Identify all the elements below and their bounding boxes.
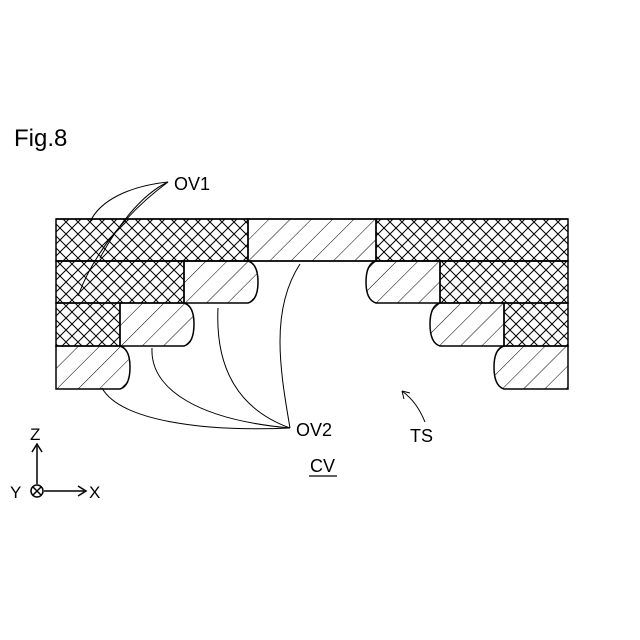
figure-title: Fig.8: [14, 125, 67, 152]
label-cv: CV: [310, 456, 335, 476]
label-ov1: OV1: [174, 174, 210, 194]
ov2-leader-2: [218, 308, 290, 428]
layer1-hatched-center: [248, 219, 376, 261]
ov2-leader-3: [152, 348, 290, 428]
ts-arrow-line: [402, 391, 425, 422]
y-axis-cross: [33, 487, 41, 495]
layer2-hatched-left: [184, 261, 258, 303]
layer2-cross-right: [440, 261, 568, 303]
layer3-hatched-right: [430, 303, 504, 346]
layer3-cross-left: [56, 303, 120, 346]
layer4-hatched-left: [56, 346, 130, 389]
layer1-cross-left: [56, 219, 248, 261]
ov2-leader-1: [280, 264, 300, 428]
layer4-hatched-right: [494, 346, 568, 389]
label-ts: TS: [410, 426, 433, 446]
axis-indicator: [31, 444, 86, 497]
layer2-cross-left: [56, 261, 184, 303]
axis-z-label: Z: [30, 425, 40, 444]
layer3-cross-right: [504, 303, 568, 346]
layer2-hatched-right: [366, 261, 440, 303]
layer3-hatched-left: [120, 303, 194, 346]
label-ov2: OV2: [296, 420, 332, 440]
ov2-leader-4: [102, 388, 290, 429]
axis-y-label: Y: [10, 483, 21, 502]
axis-x-label: X: [89, 483, 100, 502]
layer1-cross-right: [376, 219, 568, 261]
